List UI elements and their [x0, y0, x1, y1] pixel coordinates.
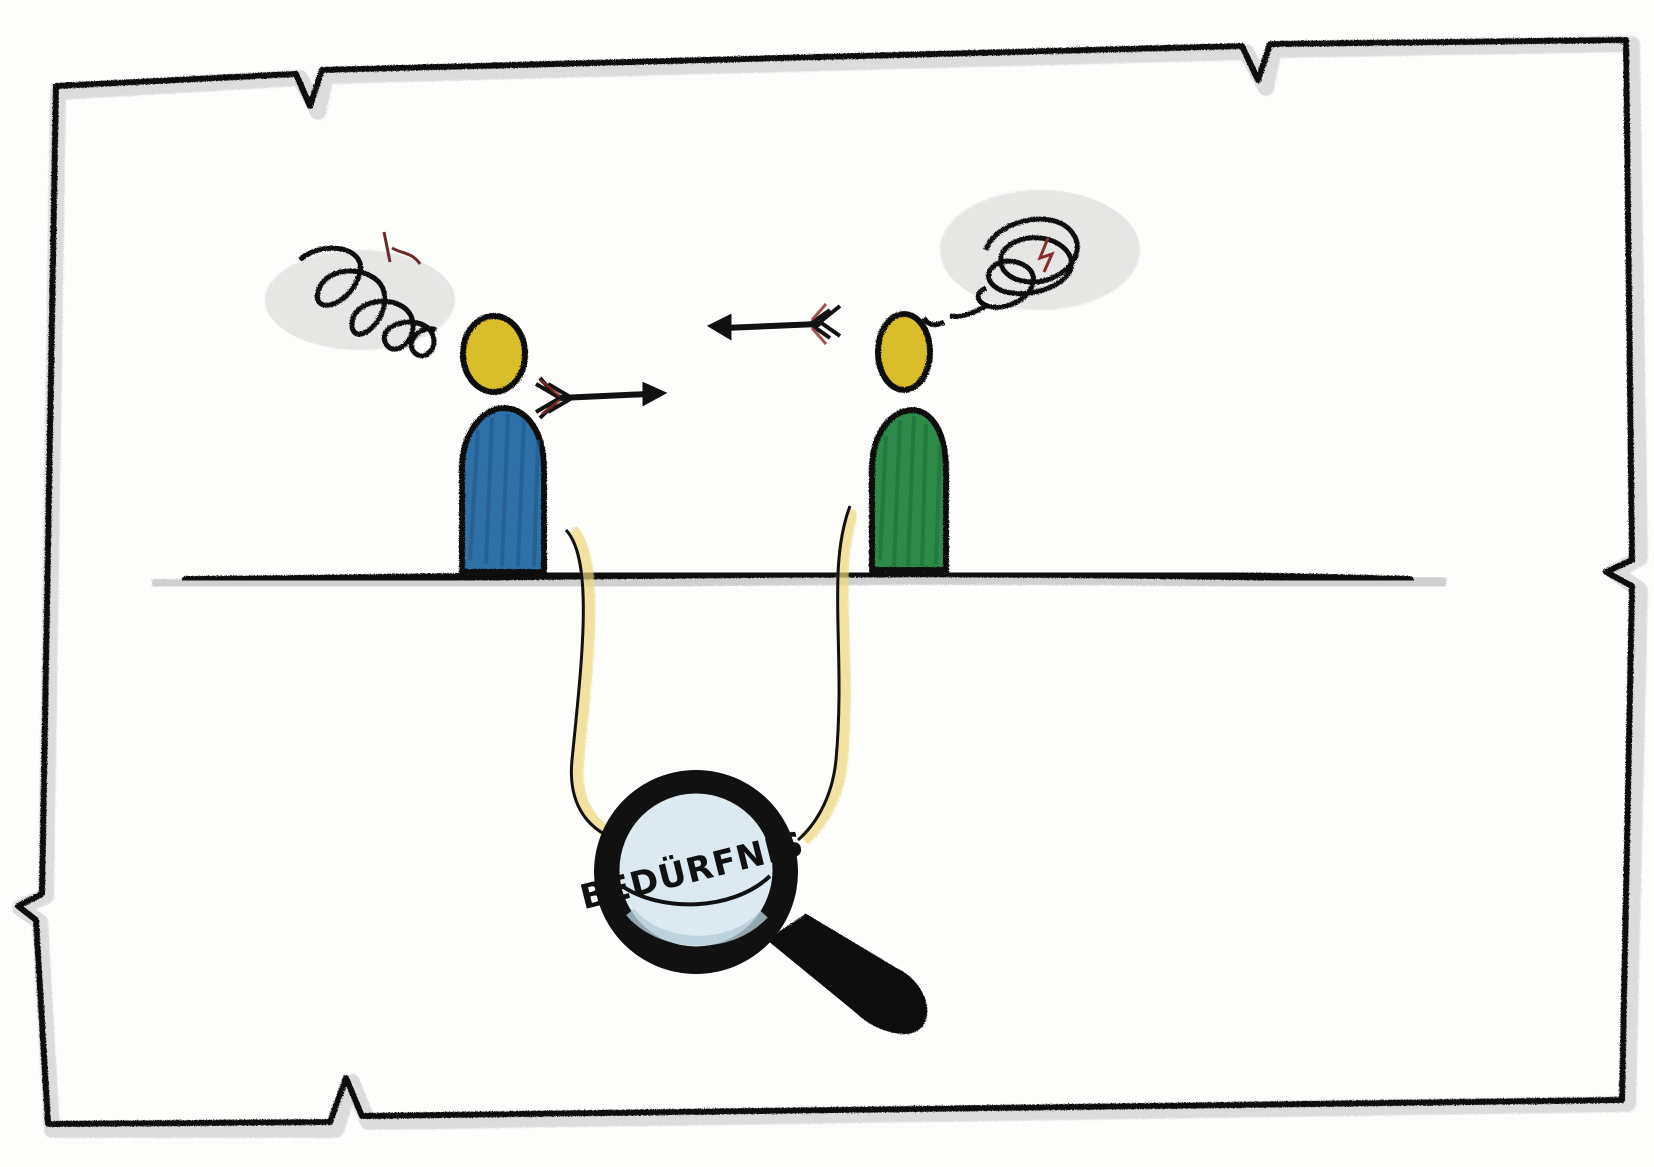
right-cloud-scribble: [921, 216, 1080, 328]
tangled-thought-cloud-icon: [265, 231, 455, 359]
magnifying-glass-icon: BEDÜRFNIS: [576, 770, 928, 1034]
arrow-right-fletching-color: [539, 378, 561, 416]
arrow-left-head: [706, 313, 732, 341]
arrow-left-shaft: [721, 321, 821, 331]
arrow-right-head: [642, 381, 668, 407]
left-cloud-accent: [382, 231, 422, 265]
left-figure-head: [460, 313, 528, 395]
ground-stroke: [182, 569, 1414, 584]
left-cloud-shadow: [265, 250, 455, 350]
ground-line: [151, 569, 1447, 593]
left-figure: [459, 313, 547, 575]
arrow-right-icon: [534, 376, 668, 420]
frame: [12, 36, 1648, 1138]
right-rope-highlight: [799, 507, 860, 845]
tangled-thought-cloud-icon: [921, 190, 1140, 328]
right-figure-body: [869, 406, 949, 573]
magnifier-lens: [616, 790, 776, 950]
magnifier-handle: [766, 913, 928, 1034]
arrow-left-fletching-color: [810, 303, 828, 345]
frame-border: [15, 37, 1635, 1127]
connector-lines: [564, 505, 860, 845]
arrow-left-icon: [706, 303, 842, 345]
left-cloud-scribble: [298, 245, 438, 359]
magnifier-lens-curve: [620, 874, 772, 907]
right-rope: [797, 505, 852, 842]
left-rope-highlight: [567, 525, 617, 842]
left-rope: [564, 528, 609, 838]
right-figure: [869, 311, 949, 573]
arrow-left-fletching: [806, 304, 842, 340]
right-cloud-accent: [1037, 237, 1055, 273]
magnifier-lens-shade: [626, 908, 768, 946]
arrow-right-fletching: [534, 376, 576, 420]
left-figure-body-hatch: [468, 413, 540, 567]
right-figure-body-hatch: [878, 415, 942, 567]
right-figure-head: [875, 311, 933, 393]
